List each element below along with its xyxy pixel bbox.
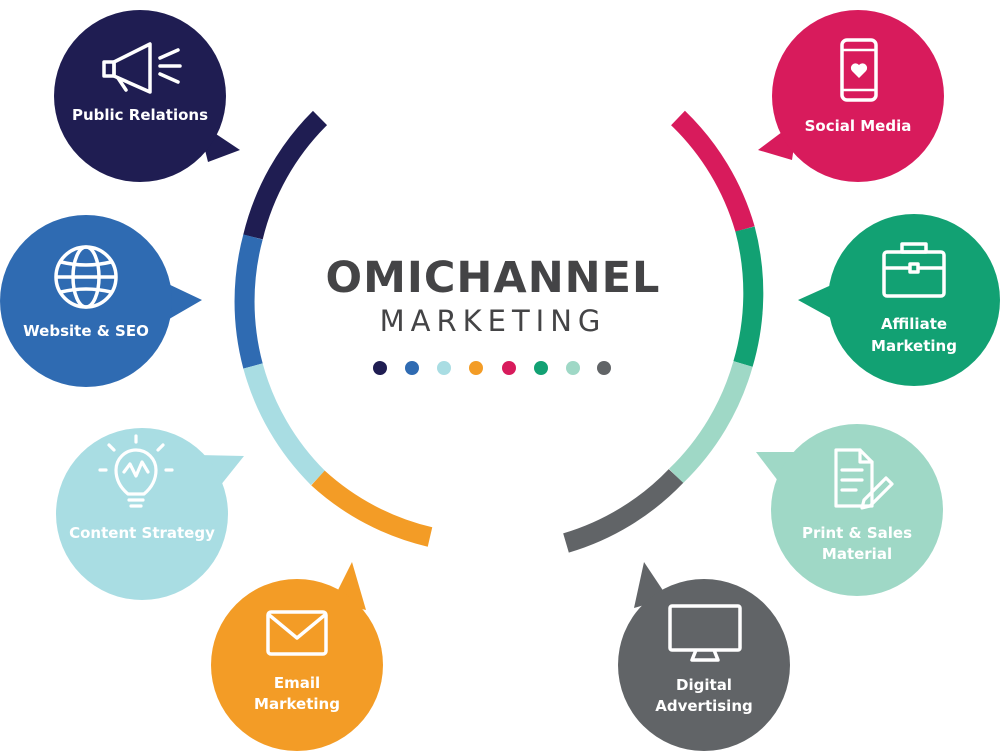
bubble-circle <box>618 579 790 751</box>
bubble-circle <box>771 424 943 596</box>
right-arc <box>563 110 764 553</box>
bubble-label-line-1: Print & Sales <box>802 524 912 542</box>
bubble-social-media: Social Media <box>758 10 944 182</box>
monitor-icon <box>668 604 742 662</box>
bubble-label-line-1: Affiliate <box>881 315 947 333</box>
dot-green <box>534 361 548 375</box>
bubble-print-sales-material: Print & Sales Material <box>756 424 943 596</box>
bubble-affiliate-marketing: Affiliate Marketing <box>798 214 1000 386</box>
bubble-label-line-2: Material <box>822 545 892 563</box>
left-arc <box>234 110 433 547</box>
envelope-icon <box>266 610 328 656</box>
document-pen-icon <box>834 448 894 510</box>
arc-segment-website-seo <box>234 234 263 369</box>
bubble-label-line-2: Marketing <box>871 337 957 355</box>
title-sub: MARKETING <box>380 304 607 338</box>
dot-navy <box>373 361 387 375</box>
lightbulb-icon <box>98 434 174 508</box>
bubble-tail <box>798 282 838 322</box>
bubble-circle <box>56 428 228 600</box>
bubble-label: Content Strategy <box>69 524 215 542</box>
dot-gray <box>597 361 611 375</box>
bubble-label: Public Relations <box>72 106 208 124</box>
globe-icon <box>54 245 118 309</box>
bubble-label: Website & SEO <box>23 322 149 340</box>
bubble-content-strategy: Content Strategy <box>56 428 244 600</box>
smartphone-heart-icon <box>840 38 878 102</box>
bubble-email-marketing: Email Marketing <box>211 562 383 751</box>
arc-segment-social-media <box>670 110 755 232</box>
bubble-circle <box>54 10 226 182</box>
bubble-circle <box>828 214 1000 386</box>
dot-pink <box>502 361 516 375</box>
color-dots <box>373 361 611 375</box>
arc-segment-digital-advertising <box>563 468 684 553</box>
bubble-label-line-2: Marketing <box>254 695 340 713</box>
bubble-circle <box>772 10 944 182</box>
bubble-label: Social Media <box>805 117 912 135</box>
bubble-label-line-1: Digital <box>676 676 732 694</box>
arc-segment-public-relations <box>243 110 328 240</box>
bubble-label-line-1: Email <box>274 674 320 692</box>
arc-segment-content-strategy <box>243 363 326 486</box>
bubble-label-line-2: Advertising <box>655 697 753 715</box>
bubble-tail <box>164 282 202 322</box>
bubble-website-seo: Website & SEO <box>0 215 202 387</box>
dot-blue <box>405 361 419 375</box>
bubble-digital-advertising: Digital Advertising <box>618 562 790 751</box>
dot-mint <box>566 361 580 375</box>
title-main: OMICHANNEL <box>326 253 661 303</box>
dot-orange <box>469 361 483 375</box>
arc-segment-print-sales <box>668 361 753 484</box>
briefcase-icon <box>882 242 946 298</box>
bubble-circle <box>0 215 172 387</box>
arc-segment-email-marketing <box>311 470 433 547</box>
megaphone-icon <box>102 42 182 94</box>
dot-light-blue <box>437 361 451 375</box>
bubble-public-relations: Public Relations <box>54 10 240 182</box>
bubble-circle <box>211 579 383 751</box>
arc-segment-affiliate-marketing <box>733 226 764 367</box>
